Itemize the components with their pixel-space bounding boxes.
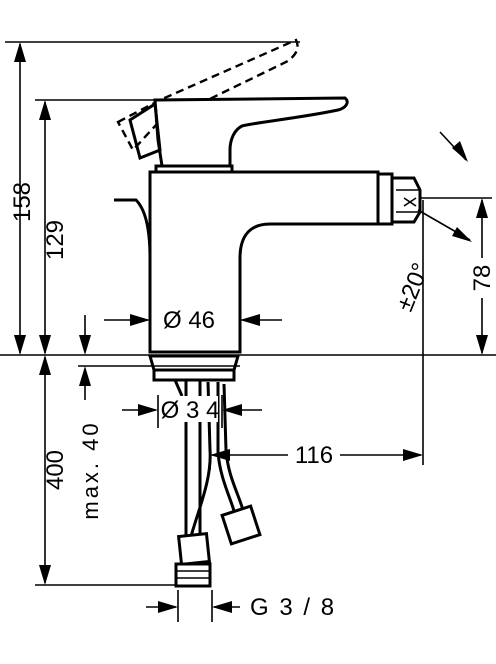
hose-fitting-left xyxy=(176,531,212,567)
dim-label-78: 78 xyxy=(469,265,496,292)
spout-ring xyxy=(376,172,394,226)
main-body xyxy=(148,170,380,354)
dim-below-counter: 400 xyxy=(39,355,69,585)
dim-base-diameter: Ø 46 xyxy=(104,307,282,334)
dim-swivel-angle: ±20° xyxy=(391,131,472,315)
hose-fitting-right xyxy=(220,504,262,546)
dim-label-pm-20-deg: ±20° xyxy=(391,259,435,315)
handle-open-outline xyxy=(116,38,299,153)
dim-label-400: 400 xyxy=(42,450,69,490)
handle xyxy=(153,96,349,168)
dim-label-116: 116 xyxy=(295,442,333,469)
dim-label-max-40: max. 40 xyxy=(78,420,103,519)
dim-spout-height: 129 xyxy=(39,100,69,355)
extension-lines xyxy=(0,41,496,586)
dim-counter-thickness: max. 40 xyxy=(78,315,240,520)
dim-outlet-height: 78 xyxy=(469,198,496,355)
faucet-body xyxy=(114,38,422,588)
dim-total-height: 158 xyxy=(9,42,36,355)
dim-spout-reach: 116 xyxy=(209,440,423,470)
dim-label-129: 129 xyxy=(42,220,69,260)
base-nut xyxy=(148,354,240,372)
dim-label-dia-34: Ø 3 4 xyxy=(161,397,220,424)
dim-connection-thread: G 3 / 8 xyxy=(146,590,336,622)
dim-label-158: 158 xyxy=(9,182,36,222)
popup-rod xyxy=(114,198,152,259)
rod-fitting xyxy=(174,562,212,588)
dim-hole-diameter: Ø 3 4 xyxy=(122,395,262,428)
dim-label-g-3-8: G 3 / 8 xyxy=(250,594,336,621)
dim-label-dia-46: Ø 46 xyxy=(163,307,215,334)
